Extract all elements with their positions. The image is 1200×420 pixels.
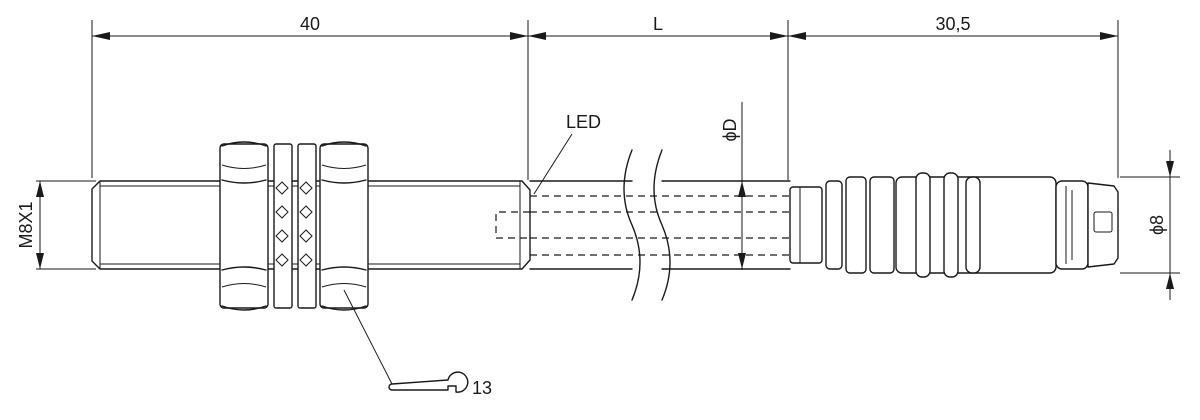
cable-length-label: L — [653, 14, 663, 34]
wrench-callout: 13 — [343, 289, 492, 398]
cable-diameter-label: ϕD — [720, 118, 740, 141]
cable-section — [495, 149, 791, 301]
toothed-washers — [273, 143, 317, 309]
connector-diameter-dimension: ϕ8 — [1120, 150, 1180, 300]
led-callout: LED — [533, 112, 601, 195]
lock-nut-right — [319, 141, 369, 311]
thread-diameter-dimension: M8X1 — [16, 180, 96, 270]
lock-nut-left — [219, 141, 269, 311]
wrench-size-label: 13 — [472, 378, 492, 398]
thread-size-label: M8X1 — [16, 201, 36, 248]
connector — [789, 172, 1119, 278]
cable-diameter-dimension: ϕD — [720, 102, 746, 270]
connector-length-label: 30,5 — [935, 14, 970, 34]
thread-length-label: 40 — [300, 14, 320, 34]
led-label: LED — [566, 112, 601, 132]
top-dimensions: 40 L 30,5 — [91, 14, 1119, 180]
connector-diameter-label: ϕ8 — [1147, 215, 1167, 235]
